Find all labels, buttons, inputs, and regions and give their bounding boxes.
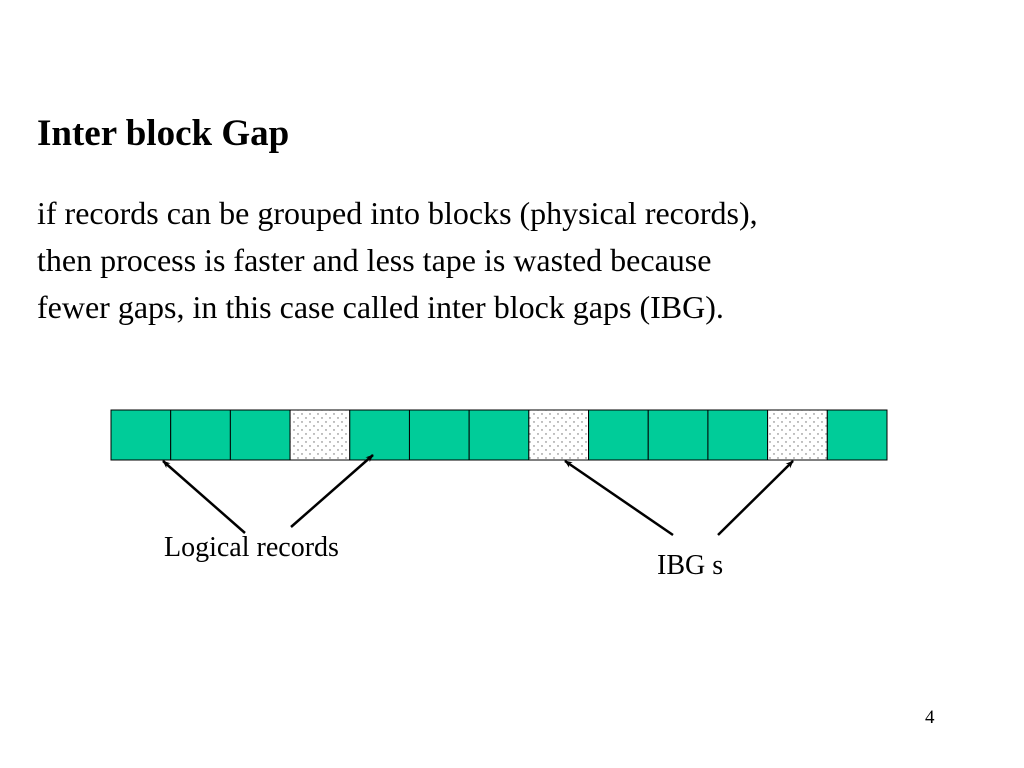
slide-title: Inter block Gap [37,113,290,154]
inter-block-gap-cell [528,409,590,461]
body-line: then process is faster and less tape is … [37,242,712,278]
logical-record-cell [588,409,649,461]
logical-records-label: Logical records [164,532,339,563]
slide-body-text: if records can be grouped into blocks (p… [37,190,997,331]
logical-record-cell [647,409,709,461]
logical-record-cell [468,409,530,461]
arrow-ibg-2 [717,460,794,536]
ibg-label: IBG s [657,550,724,581]
tape-cells [110,409,888,461]
logical-record-cell [170,409,231,461]
body-line: if records can be grouped into blocks (p… [37,195,758,231]
logical-record-cell [826,409,888,461]
arrow-logical-record-1 [162,460,246,534]
logical-record-cell [110,409,172,461]
arrow-logical-record-2 [290,454,374,528]
inter-block-gap-cell [289,409,351,461]
logical-record-cell [229,409,291,461]
body-line: fewer gaps, in this case called inter bl… [37,289,724,325]
logical-record-cell [408,409,470,461]
page-number: 4 [925,707,935,728]
arrow-ibg-1 [564,459,674,537]
logical-record-cell [349,409,410,461]
logical-record-cell [707,409,769,461]
inter-block-gap-cell [767,409,828,461]
